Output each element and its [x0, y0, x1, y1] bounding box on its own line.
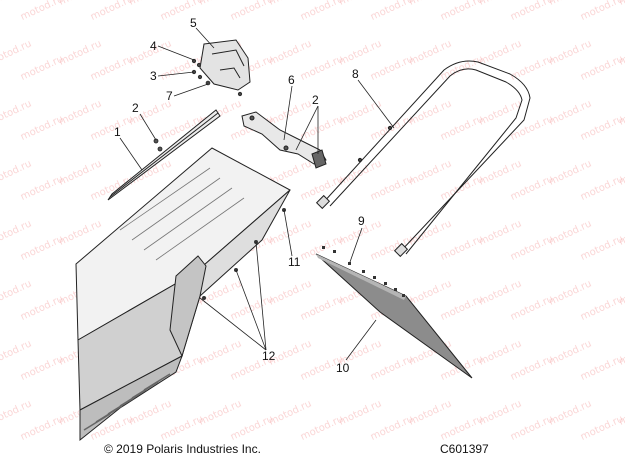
watermark-text: motod.ru: [369, 174, 415, 203]
part-8-handle-bar: [315, 60, 531, 258]
watermark-text: motod.ru: [0, 0, 33, 8]
watermark-text: motod.ru: [579, 114, 625, 143]
watermark-text: motod.ru: [509, 414, 555, 443]
part-2-fasteners-left: [153, 138, 163, 152]
watermark-text: motod.ru: [19, 294, 65, 323]
watermark-text: motod.ru: [19, 354, 65, 383]
watermark-text: motod.ru: [89, 0, 135, 23]
watermark-text: motod.ru: [439, 174, 485, 203]
watermark-text: motod.ru: [509, 294, 555, 323]
callout-12: 12: [262, 349, 276, 363]
leader-lines: [119, 27, 395, 361]
watermark-text: motod.ru: [369, 54, 415, 83]
watermark-text: motod.ru: [89, 114, 135, 143]
watermark-text: motod.ru: [579, 174, 625, 203]
watermark-text: motod.ru: [579, 234, 625, 263]
callout-1: 1: [114, 125, 121, 139]
watermark-text: motod.ru: [299, 0, 345, 23]
watermark-text: motod.ru: [19, 114, 65, 143]
copyright-text: © 2019 Polaris Industries Inc.: [104, 442, 261, 456]
callout-3: 3: [150, 69, 157, 83]
watermark-text: motod.ru: [579, 354, 625, 383]
watermark-text: motod.ru: [509, 54, 555, 83]
watermark-text: motod.ru: [509, 0, 555, 23]
watermark-text: motod.ru: [509, 234, 555, 263]
watermark-text: motod.ru: [369, 234, 415, 263]
watermark-text: motod.ru: [299, 414, 345, 443]
watermark-text: motod.ru: [439, 414, 485, 443]
watermark-text: motod.ru: [0, 98, 33, 127]
watermark-text: motod.ru: [579, 414, 625, 443]
part-10-skid-plate: [315, 253, 473, 379]
callout-labels: 1 2 2 3 4 5 6 7 8 9 10 11 12: [114, 16, 365, 375]
watermark-text: motod.ru: [439, 294, 485, 323]
watermark-text: motod.ru: [159, 0, 205, 23]
watermark-text: motod.ru: [0, 278, 33, 307]
watermark-text: motod.ru: [369, 0, 415, 23]
watermark-text: motod.ru: [89, 174, 135, 203]
watermark-text: motod.ru: [299, 54, 345, 83]
watermark-text: motod.ru: [159, 54, 205, 83]
part-1-rail: [107, 109, 221, 201]
watermark-text: motod.ru: [19, 174, 65, 203]
watermark-text: motod.ru: [617, 0, 625, 8]
callout-4: 4: [150, 39, 157, 53]
watermark-text: motod.ru: [229, 414, 275, 443]
callout-10: 10: [336, 361, 350, 375]
callout-6: 6: [288, 73, 295, 87]
watermark-text: motod.ru: [19, 414, 65, 443]
callout-9: 9: [358, 214, 365, 228]
callout-7: 7: [166, 89, 173, 103]
watermark-text: motod.ru: [89, 54, 135, 83]
watermark-text: motod.ru: [19, 234, 65, 263]
watermark-text: motod.ru: [299, 114, 345, 143]
watermark-text: motod.ru: [579, 0, 625, 23]
watermark-text: motod.ru: [0, 38, 33, 67]
part-9-fasteners: [322, 246, 405, 297]
watermark-text: motod.ru: [19, 0, 65, 23]
watermark-text: motod.ru: [579, 294, 625, 323]
watermark-text: motod.ru: [369, 414, 415, 443]
watermark-text: motod.ru: [229, 0, 275, 23]
watermark-text: motod.ru: [299, 294, 345, 323]
watermark-text: motod.ru: [0, 338, 33, 367]
watermark-text: motod.ru: [19, 54, 65, 83]
part-11-12-hardware: [202, 208, 286, 300]
chassis-tunnel: [75, 147, 291, 442]
callout-5: 5: [190, 16, 197, 30]
watermark-text: motod.ru: [229, 294, 275, 323]
watermark-text: motod.ru: [509, 354, 555, 383]
watermark-text: motod.ru: [0, 218, 33, 247]
watermark-text: motod.ru: [0, 398, 33, 427]
watermark-text: motod.ru: [439, 234, 485, 263]
callout-2b: 2: [312, 93, 319, 107]
watermark-text: motod.ru: [579, 54, 625, 83]
callout-2a: 2: [132, 101, 139, 115]
part-5-cover: [199, 39, 251, 91]
watermark-text: motod.ru: [439, 0, 485, 23]
watermark-text: motod.ru: [509, 174, 555, 203]
watermark-text: motod.ru: [0, 158, 33, 187]
callout-8: 8: [352, 67, 359, 81]
watermark-text: motod.ru: [159, 414, 205, 443]
watermark-text: motod.ru: [439, 114, 485, 143]
callout-11: 11: [288, 255, 301, 269]
watermark-text: motod.ru: [369, 354, 415, 383]
figure-code: C601397: [440, 442, 489, 456]
